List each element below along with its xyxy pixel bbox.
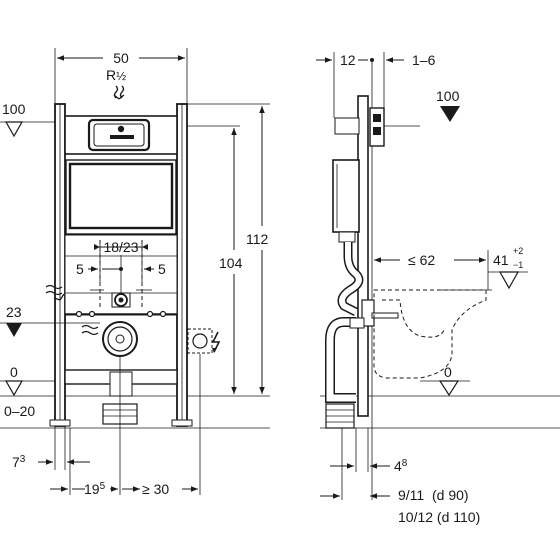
label-four-8: 48 <box>394 458 408 474</box>
label-r-half: R½ <box>106 67 126 83</box>
level-0-left-marker <box>4 380 24 397</box>
label-41-plus: +2 <box>513 246 523 256</box>
label-max-62: ≤ 62 <box>408 252 435 268</box>
label-d90: 9/11 (d 90) <box>398 487 469 503</box>
label-side-1-6: 1–6 <box>412 52 436 68</box>
dimension-labels: 50 R½ 100 112 104 18/23 5 5 23 0 0–20 73… <box>2 50 523 525</box>
label-seven-3: 73 <box>12 454 26 470</box>
label-side-12: 12 <box>340 52 356 68</box>
label-level-0-left: 0 <box>10 364 18 380</box>
label-range-0-20: 0–20 <box>4 403 35 419</box>
level-0-right-marker <box>438 380 460 397</box>
label-41-minus: −1 <box>513 260 523 270</box>
label-nineteen-5: 195 <box>84 481 106 497</box>
level-41-marker <box>498 271 520 290</box>
label-level-0-right: 0 <box>444 364 452 380</box>
level-100-left-marker <box>4 121 24 138</box>
supply-symbol-left <box>45 284 65 301</box>
water-inlet-symbol <box>113 85 125 100</box>
level-23-marker <box>6 323 22 337</box>
label-d110: 10/12 (d 110) <box>398 509 480 525</box>
label-width-50: 50 <box>113 50 129 66</box>
front-view <box>0 48 270 495</box>
label-five-right: 5 <box>158 261 166 277</box>
side-view <box>316 52 560 500</box>
label-height-112: 112 <box>246 231 269 247</box>
label-level-100-right: 100 <box>436 88 460 104</box>
label-level-23: 23 <box>6 304 22 320</box>
label-height-41: 41 <box>493 252 509 268</box>
label-min-30: ≥ 30 <box>142 481 169 497</box>
label-spacing-18-23: 18/23 <box>103 239 138 255</box>
wc-bowl-outline <box>373 289 487 379</box>
label-level-100-left: 100 <box>2 101 26 117</box>
label-five-left: 5 <box>76 261 84 277</box>
label-height-104: 104 <box>219 255 243 271</box>
electrical-box <box>187 328 221 354</box>
level-100-right-marker <box>440 106 460 122</box>
